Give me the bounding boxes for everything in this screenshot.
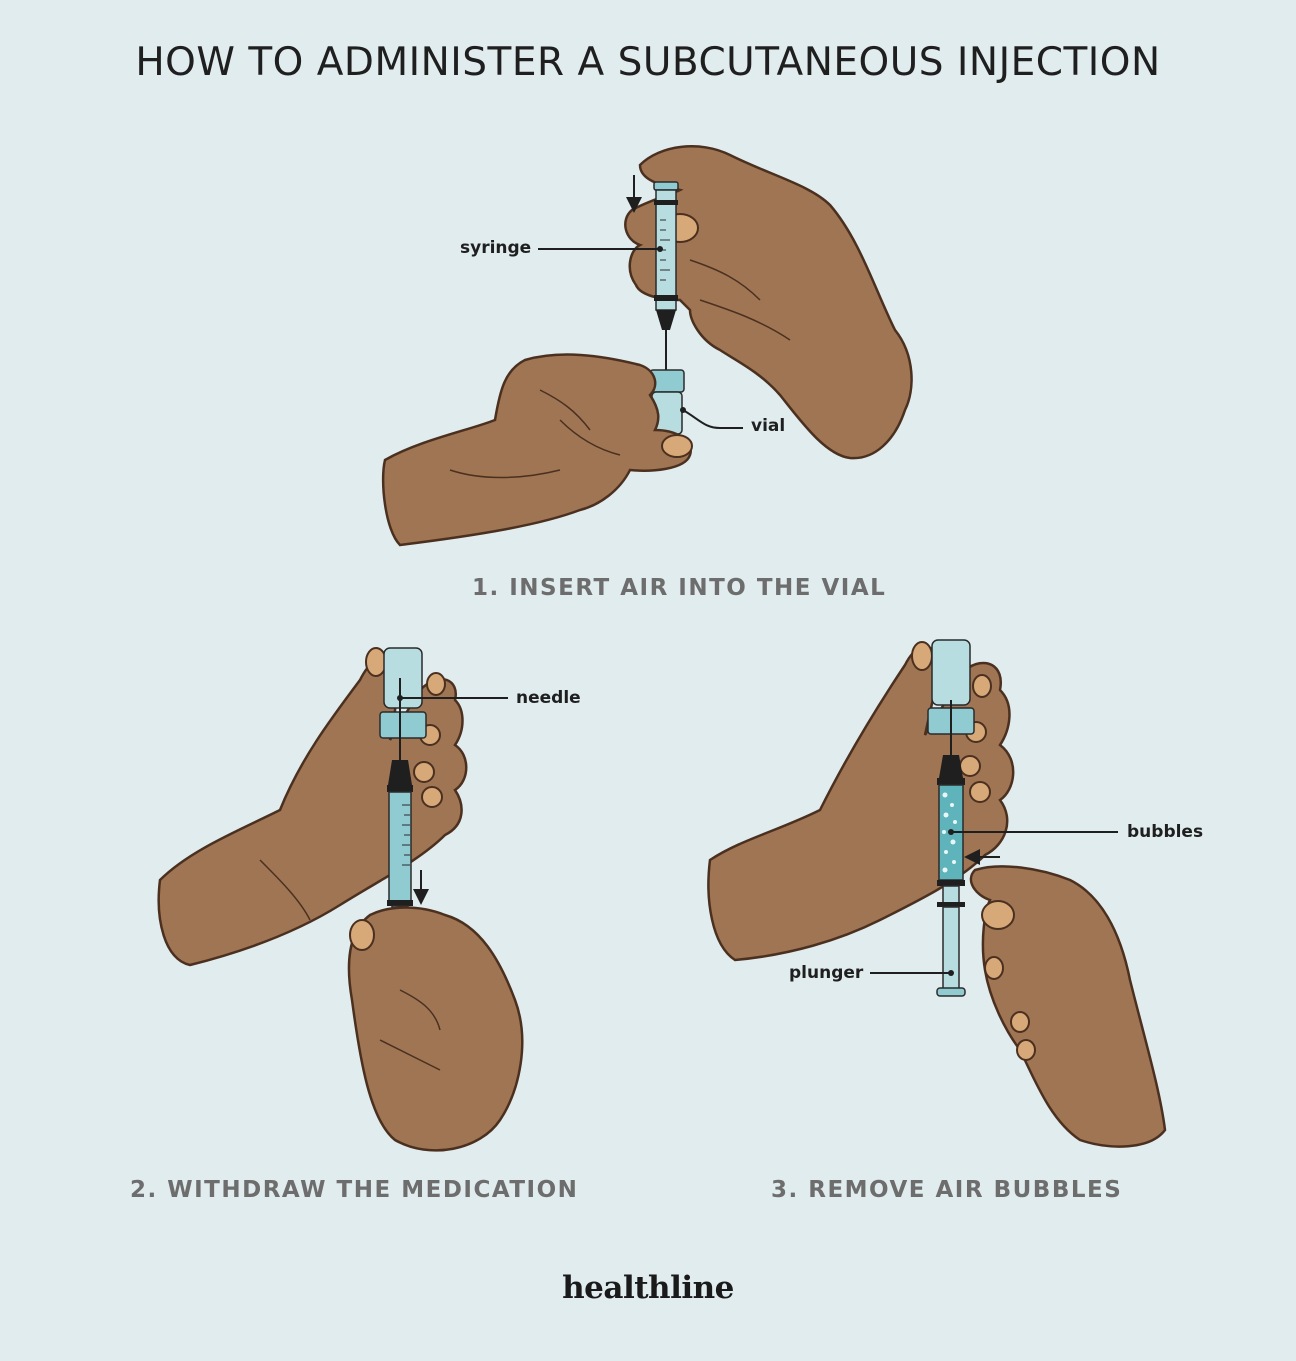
step3-illustration bbox=[707, 639, 1167, 1148]
vial-label: vial bbox=[751, 416, 786, 436]
bubbles-label: bubbles bbox=[1127, 822, 1204, 842]
step2-right-hand bbox=[347, 906, 524, 1152]
step1-left-nail bbox=[661, 434, 693, 458]
step-1-label: 1. INSERT AIR INTO THE VIAL bbox=[472, 575, 887, 601]
brand-logo: healthline bbox=[562, 1270, 734, 1306]
step3-right-hand bbox=[969, 865, 1167, 1148]
air-bubbles bbox=[942, 792, 957, 873]
page-title: HOW TO ADMINISTER A SUBCUTANEOUS INJECTI… bbox=[135, 40, 1161, 85]
needle-label: needle bbox=[516, 688, 581, 708]
step2-vial bbox=[379, 647, 427, 739]
step-2-label: 2. WITHDRAW THE MEDICATION bbox=[130, 1177, 579, 1203]
step1-syringe bbox=[653, 181, 679, 370]
step-3-label: 3. REMOVE AIR BUBBLES bbox=[771, 1177, 1123, 1203]
plunger-label: plunger bbox=[789, 963, 864, 983]
syringe-label: syringe bbox=[460, 238, 532, 258]
vial-leader bbox=[682, 409, 743, 429]
step2-illustration bbox=[157, 647, 524, 1152]
step1-left-hand bbox=[381, 353, 692, 547]
step1-illustration bbox=[381, 145, 913, 547]
